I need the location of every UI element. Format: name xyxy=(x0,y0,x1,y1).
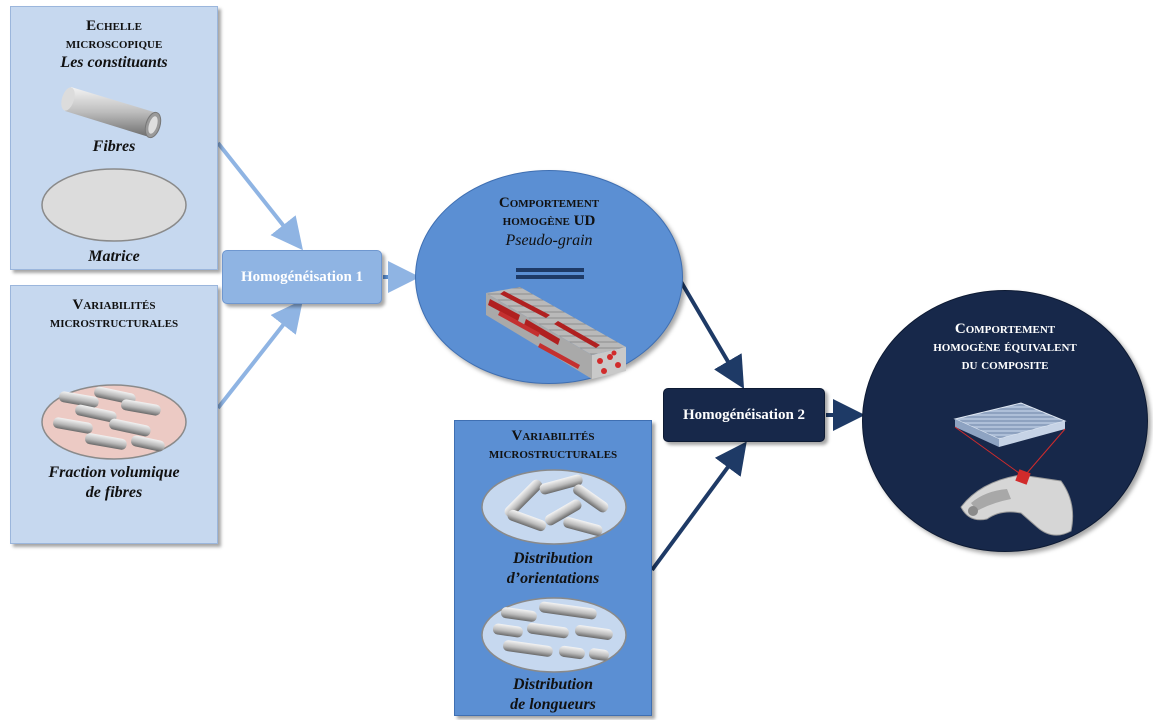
composite-title-3: du composite xyxy=(961,357,1049,373)
pseudo-grain-image xyxy=(486,287,626,379)
circle-composite-behaviour: Comportement homogène équivalent du comp… xyxy=(862,290,1148,552)
arrow-micro-to-homog1 xyxy=(216,141,303,251)
composite-part-image xyxy=(953,402,1074,536)
arrow-var2-to-homog2 xyxy=(650,441,747,572)
homogenisation-1-box: Homogénéisation 1 xyxy=(222,250,382,304)
label-fibres: Fibres xyxy=(92,138,136,155)
label-de-fibres: de fibres xyxy=(85,484,143,501)
label-longueurs: de longueurs xyxy=(510,696,596,713)
panel-var2-title-2: microstructurales xyxy=(488,446,618,462)
label-fraction-volumique: Fraction volumique xyxy=(48,464,180,481)
panel-var1-title-1: Variabilités xyxy=(72,297,156,313)
ud-title-1: Comportement xyxy=(498,195,600,211)
homogenisation-2-label: Homogénéisation 2 xyxy=(682,406,806,423)
matrix-ellipse-image xyxy=(41,168,187,242)
orientation-distribution-image xyxy=(481,469,627,545)
ud-subtitle: Pseudo-grain xyxy=(505,232,593,249)
composite-title-2: homogène équivalent xyxy=(933,339,1077,355)
panel-micro-title-1: Echelle xyxy=(86,18,142,34)
panel-variabilities-volume-fraction: Variabilités microstructurales Fraction … xyxy=(10,285,218,544)
circle-ud-behaviour: Comportement homogène UD Pseudo-grain xyxy=(415,170,683,384)
panel-micro-title-2: microscopique xyxy=(65,36,163,52)
fibre-cylinder-image xyxy=(61,87,162,139)
equivalence-sign-icon xyxy=(516,268,584,279)
label-orientations: d’orientations xyxy=(506,570,600,587)
arrow-var1-to-homog1 xyxy=(216,299,303,410)
composite-title-1: Comportement xyxy=(954,321,1056,337)
ud-title-2: homogène UD xyxy=(502,213,596,229)
homogenisation-1-label: Homogénéisation 1 xyxy=(240,268,364,285)
label-distribution-2: Distribution xyxy=(512,676,594,693)
panel-microscopic-scale: Echelle microscopique Les constituants F… xyxy=(10,6,218,270)
homogenisation-2-box: Homogénéisation 2 xyxy=(663,388,825,442)
panel-micro-subtitle: Les constituants xyxy=(60,54,168,71)
arrow-ud-to-homog2 xyxy=(678,278,745,389)
length-distribution-image xyxy=(481,597,627,673)
label-matrice: Matrice xyxy=(88,248,140,265)
label-distribution-1: Distribution xyxy=(512,550,594,567)
panel-var2-title-1: Variabilités xyxy=(511,428,595,444)
panel-variabilities-orientation-length: Variabilités microstructurales Distribut… xyxy=(454,420,652,716)
panel-var1-title-2: microstructurales xyxy=(49,315,179,331)
volume-fraction-image xyxy=(41,384,187,460)
